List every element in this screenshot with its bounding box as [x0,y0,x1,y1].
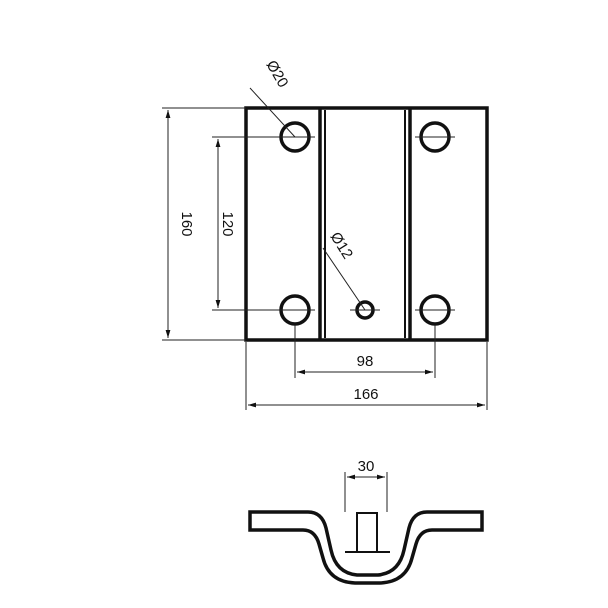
dimension-text-166: 166 [353,386,378,403]
dimension-total-width: 166 [245,342,488,410]
dimension-text-120: 120 [219,211,236,236]
profile-center-slot [356,512,378,553]
profile-view [248,510,484,585]
profile-outline [248,510,484,585]
hole-top-right [415,121,455,153]
plan-view [244,106,489,342]
dimension-text-160: 160 [178,211,195,236]
dimension-text-30: 30 [358,458,375,475]
hole-bottom-right [415,294,455,326]
dimension-text-98: 98 [357,353,374,370]
plate-outline [244,106,489,342]
dimension-text-dia12: Ø12 [327,229,356,262]
dimension-channel-width: 30 [344,458,388,512]
dimension-hole-spacing-horizontal: 98 [294,325,436,378]
dimension-total-height: 160 [162,107,246,341]
leader-small-hole-diameter: Ø12 [322,229,366,311]
dimension-text-dia20: Ø20 [263,58,292,91]
hole-bottom-left [275,294,315,326]
dimension-hole-spacing-vertical: 120 [212,136,280,311]
